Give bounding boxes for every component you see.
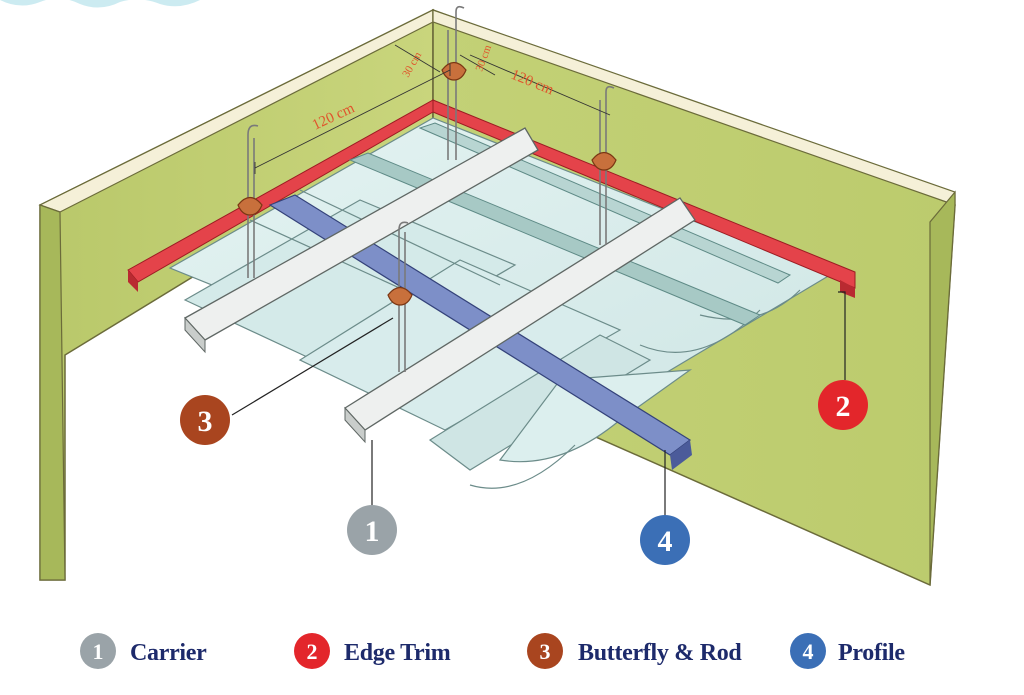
left-wall: [38, 8, 434, 581]
legend-edge-trim-label: Edge Trim: [344, 640, 451, 666]
legend: 1 Carrier 2 Edge Trim 3 Butterfly & Rod …: [80, 633, 906, 669]
legend-item-butterfly-rod: 3 Butterfly & Rod: [527, 633, 743, 669]
legend-carrier-number: 1: [93, 639, 104, 664]
legend-edge-trim-number: 2: [307, 639, 318, 664]
callout-leaders: [231, 291, 846, 520]
decorative-wave: [0, 0, 200, 8]
legend-item-carrier: 1 Carrier: [80, 633, 207, 669]
legend-item-edge-trim: 2 Edge Trim: [294, 633, 451, 669]
badge-3-number: 3: [198, 405, 213, 438]
legend-item-profile: 4 Profile: [790, 633, 906, 669]
callout-badge-3: 3: [180, 395, 230, 445]
legend-profile-number: 4: [803, 639, 814, 664]
badge-2-number: 2: [836, 390, 851, 423]
edge-trim: [127, 99, 856, 298]
callout-badge-2: 2: [818, 380, 868, 430]
callout-badge-1: 1: [347, 505, 397, 555]
dimension-lines: [254, 44, 611, 174]
legend-butterfly-rod-label: Butterfly & Rod: [578, 640, 742, 666]
legend-butterfly-rod-number: 3: [540, 639, 551, 664]
legend-profile-label: Profile: [838, 640, 905, 666]
callout-badge-4: 4: [640, 515, 690, 565]
badge-4-number: 4: [658, 525, 673, 558]
legend-carrier-label: Carrier: [130, 640, 207, 666]
carriers: [183, 127, 696, 444]
badge-1-number: 1: [365, 515, 380, 548]
butterfly-clips: [237, 61, 617, 306]
